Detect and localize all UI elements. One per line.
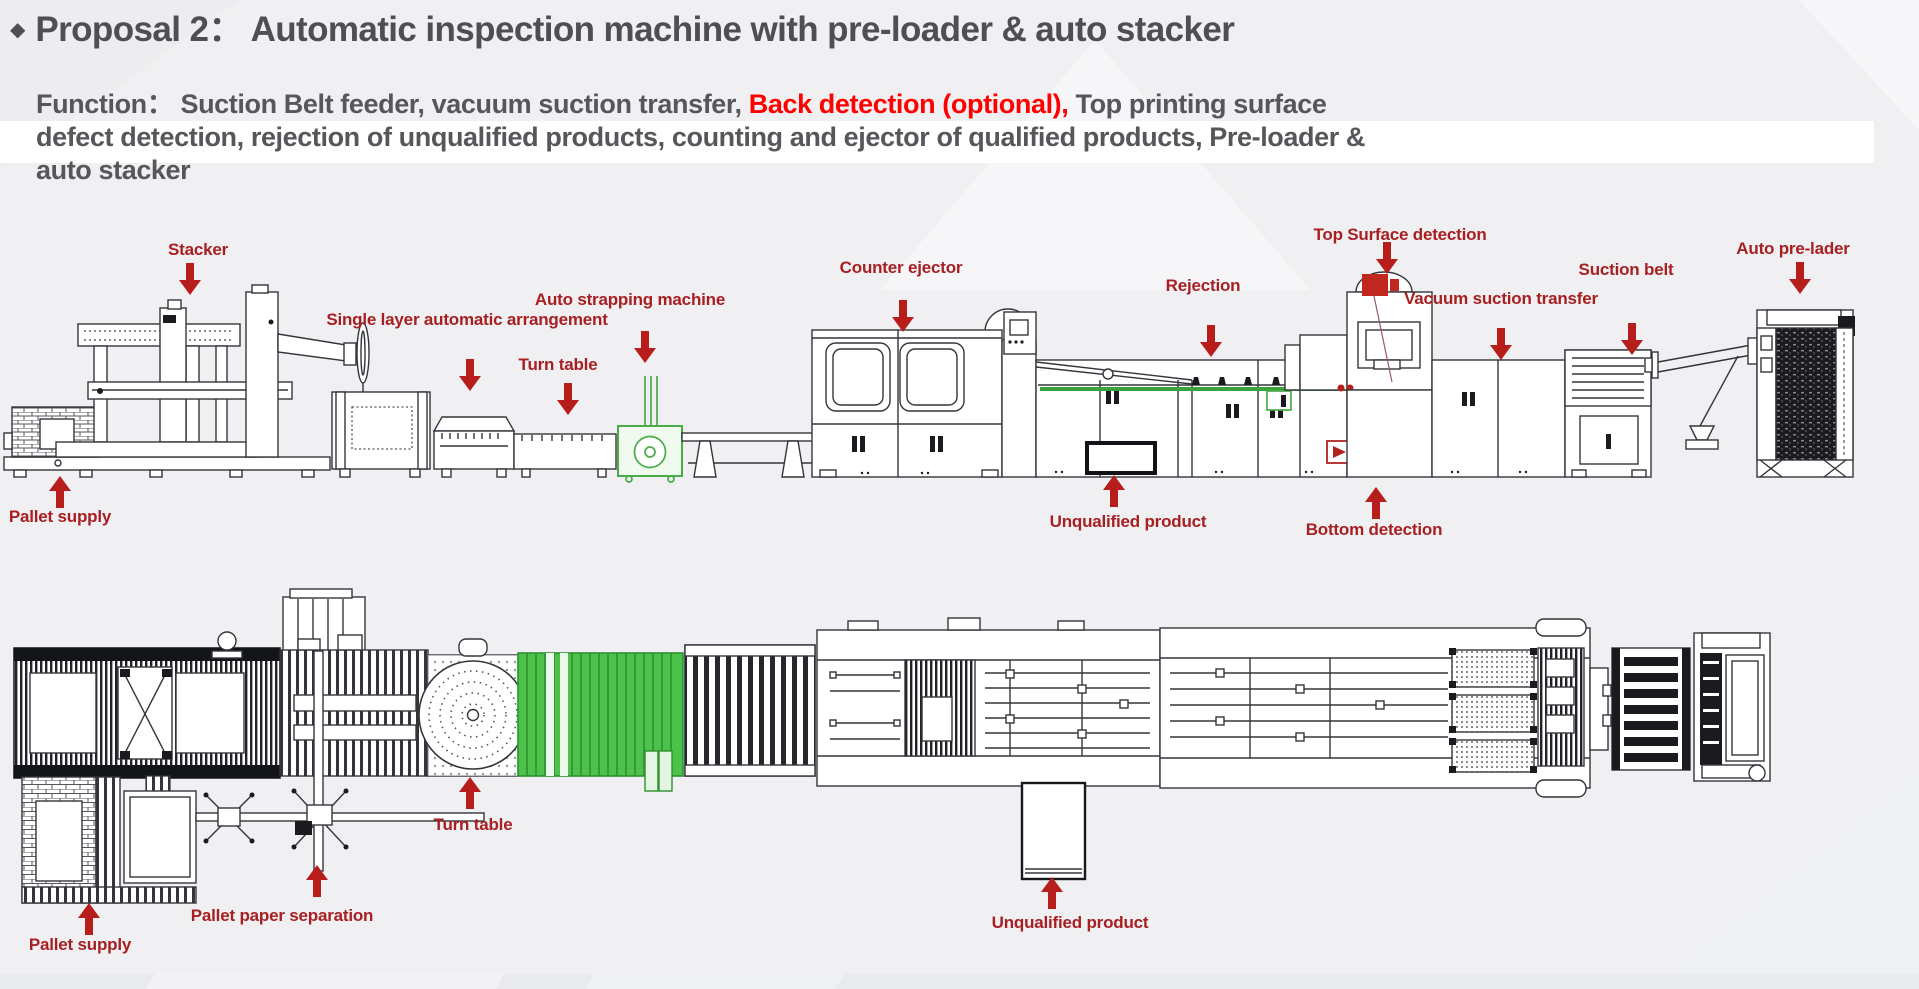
single-layer-arrangement-machine	[331, 391, 431, 478]
label-pallet-paper-separation: Pallet paper separation	[190, 906, 374, 925]
label-turn-table-top: Turn table	[433, 815, 513, 834]
side-view-diagram	[3, 271, 1855, 483]
unqualified-product-box	[1020, 781, 1087, 881]
function-text-red: Back detection (optional),	[748, 89, 1069, 119]
label-unqualified-product: Unqualified product	[1049, 512, 1207, 531]
label-vacuum-suction-transfer: Vacuum suction transfer	[1404, 289, 1598, 308]
arrow-down-icon	[459, 359, 481, 391]
inspection-machine-top-view	[1159, 618, 1591, 798]
transfer-robot-arm	[1644, 337, 1769, 450]
arrow-up-icon	[78, 903, 100, 935]
function-text: defect detection, rejection of unqualifi…	[36, 122, 1366, 152]
label-rejection: Rejection	[1165, 276, 1241, 295]
label-auto-strapping: Auto strapping machine	[534, 290, 726, 309]
arrow-down-icon	[634, 331, 656, 363]
label-auto-pre-lader: Auto pre-lader	[1736, 239, 1850, 258]
top-view-diagram	[13, 588, 1771, 904]
arrow-down-icon	[557, 383, 579, 415]
label-single-layer: Single layer automatic arrangement	[326, 310, 608, 329]
stacker-machine	[55, 284, 293, 458]
suction-belt-feeder-top-view	[1589, 647, 1691, 771]
label-pallet-supply: Pallet supply	[8, 507, 112, 526]
arrow-down-icon	[892, 300, 914, 332]
infeed-conveyor-top-view	[684, 644, 816, 777]
counter-ejector-top-view	[816, 617, 1161, 787]
label-unqualified-product-top: Unqualified product	[991, 913, 1149, 932]
arrangement-conveyor-top-view	[279, 634, 429, 777]
arrow-up-icon	[306, 865, 328, 897]
page-title: Proposal 2： Automatic inspection machine…	[35, 10, 1235, 49]
label-pallet-supply-top: Pallet supply	[28, 935, 132, 954]
turn-table-top-view	[418, 638, 528, 777]
arrow-down-icon	[1621, 323, 1643, 355]
highlight-band	[0, 121, 1874, 163]
transfer-cabinets	[1431, 359, 1566, 478]
strapping-machine-green	[617, 376, 683, 483]
top-surface-detection-tower	[1284, 271, 1433, 478]
function-text: Function： Suction Belt feeder, vacuum su…	[36, 89, 749, 119]
footer-band	[0, 974, 1919, 989]
function-description: Function： Suction Belt feeder, vacuum su…	[36, 88, 1916, 187]
function-line: Function： Suction Belt feeder, vacuum su…	[36, 88, 1916, 121]
arrow-up-icon	[1103, 475, 1125, 507]
function-line: auto stacker	[36, 154, 1916, 187]
arrow-down-icon	[1490, 328, 1512, 360]
suction-belt-machine	[1564, 349, 1652, 478]
arrow-up-icon	[49, 476, 71, 508]
function-text: auto stacker	[36, 155, 191, 185]
function-line: defect detection, rejection of unqualifi…	[36, 121, 1916, 154]
link-conveyor	[681, 432, 817, 478]
pallet-paper-separation-arms	[195, 650, 485, 872]
green-transfer-section	[517, 652, 684, 792]
label-counter-ejector: Counter ejector	[839, 258, 963, 277]
bullet-icon: ◆	[10, 19, 26, 41]
arrow-down-icon	[1789, 262, 1811, 294]
label-stacker: Stacker	[167, 240, 229, 259]
arrow-down-icon	[1200, 325, 1222, 357]
label-bottom-detection: Bottom detection	[1305, 520, 1443, 539]
counter-ejector-machine	[811, 308, 1037, 478]
covered-conveyor	[432, 416, 516, 478]
label-suction-belt: Suction belt	[1578, 260, 1674, 279]
arrow-down-icon	[1376, 242, 1398, 274]
unqualified-product-tray	[1085, 441, 1157, 475]
arrow-up-icon	[1041, 877, 1063, 909]
pallet-supply-area-top-view	[21, 775, 197, 904]
label-turn-table: Turn table	[518, 355, 598, 374]
label-top-surface-detection: Top Surface detection	[1313, 225, 1487, 244]
pre-loader-top-view	[1693, 632, 1771, 782]
arrow-up-icon	[1365, 487, 1387, 519]
arrow-down-icon	[179, 263, 201, 295]
stacker-top-view	[13, 647, 281, 779]
turn-table-conveyor	[513, 433, 617, 478]
function-text: Top printing surface	[1068, 89, 1327, 119]
title-row: ◆ Proposal 2： Automatic inspection machi…	[10, 8, 1235, 52]
arrow-up-icon	[459, 777, 481, 809]
auto-pre-loader-machine	[1756, 309, 1855, 478]
